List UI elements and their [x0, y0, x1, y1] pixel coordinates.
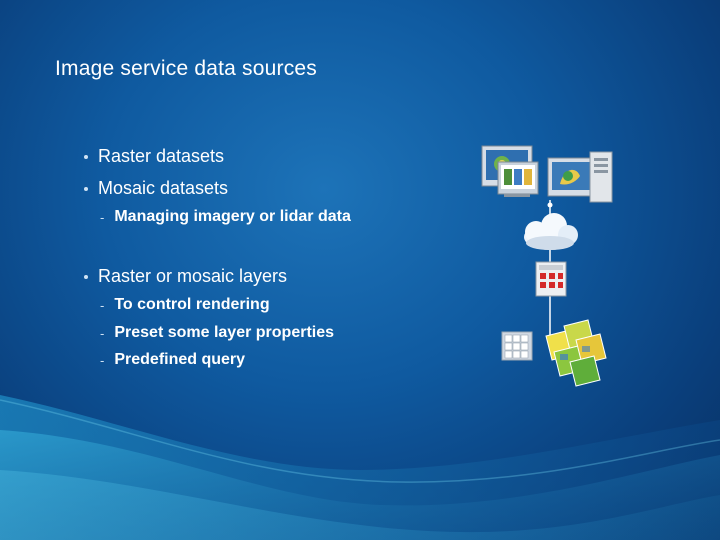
image-footprints-icon — [545, 319, 607, 387]
bullet-dot-icon — [84, 154, 88, 159]
sub-bullet-item: - Managing imagery or lidar data — [100, 208, 351, 226]
server-tower-icon — [547, 151, 613, 203]
bullet-item: Raster or mosaic layers — [84, 266, 287, 287]
cloud-icon — [524, 213, 578, 250]
computer-screens-icon — [481, 145, 539, 197]
connector-node — [547, 202, 553, 208]
sub-bullet-text: To control rendering — [114, 296, 270, 313]
raster-tiles-icon — [501, 331, 533, 361]
bullet-item: Mosaic datasets — [84, 178, 228, 199]
bullet-dot-icon — [84, 274, 88, 279]
sub-bullet-dash: - — [100, 352, 105, 368]
sub-bullet-dash: - — [100, 209, 105, 225]
sub-bullet-text: Preset some layer properties — [114, 324, 335, 341]
bullet-text: Raster datasets — [98, 146, 225, 166]
sub-bullet-dash: - — [100, 325, 105, 341]
bullet-dot-icon — [84, 186, 88, 191]
mosaic-catalog-icon — [535, 261, 567, 297]
bullet-text: Raster or mosaic layers — [98, 266, 288, 286]
slide-title: Image service data sources — [55, 57, 317, 80]
architecture-diagram — [481, 145, 613, 387]
sub-bullet-dash: - — [100, 297, 105, 313]
sub-bullet-item: - To control rendering — [100, 296, 270, 314]
bullet-item: Raster datasets — [84, 146, 224, 167]
sub-bullet-text: Managing imagery or lidar data — [114, 208, 351, 225]
sub-bullet-text: Predefined query — [114, 351, 246, 368]
sub-bullet-item: - Predefined query — [100, 351, 245, 369]
bullet-text: Mosaic datasets — [98, 178, 229, 198]
sub-bullet-item: - Preset some layer properties — [100, 324, 334, 342]
